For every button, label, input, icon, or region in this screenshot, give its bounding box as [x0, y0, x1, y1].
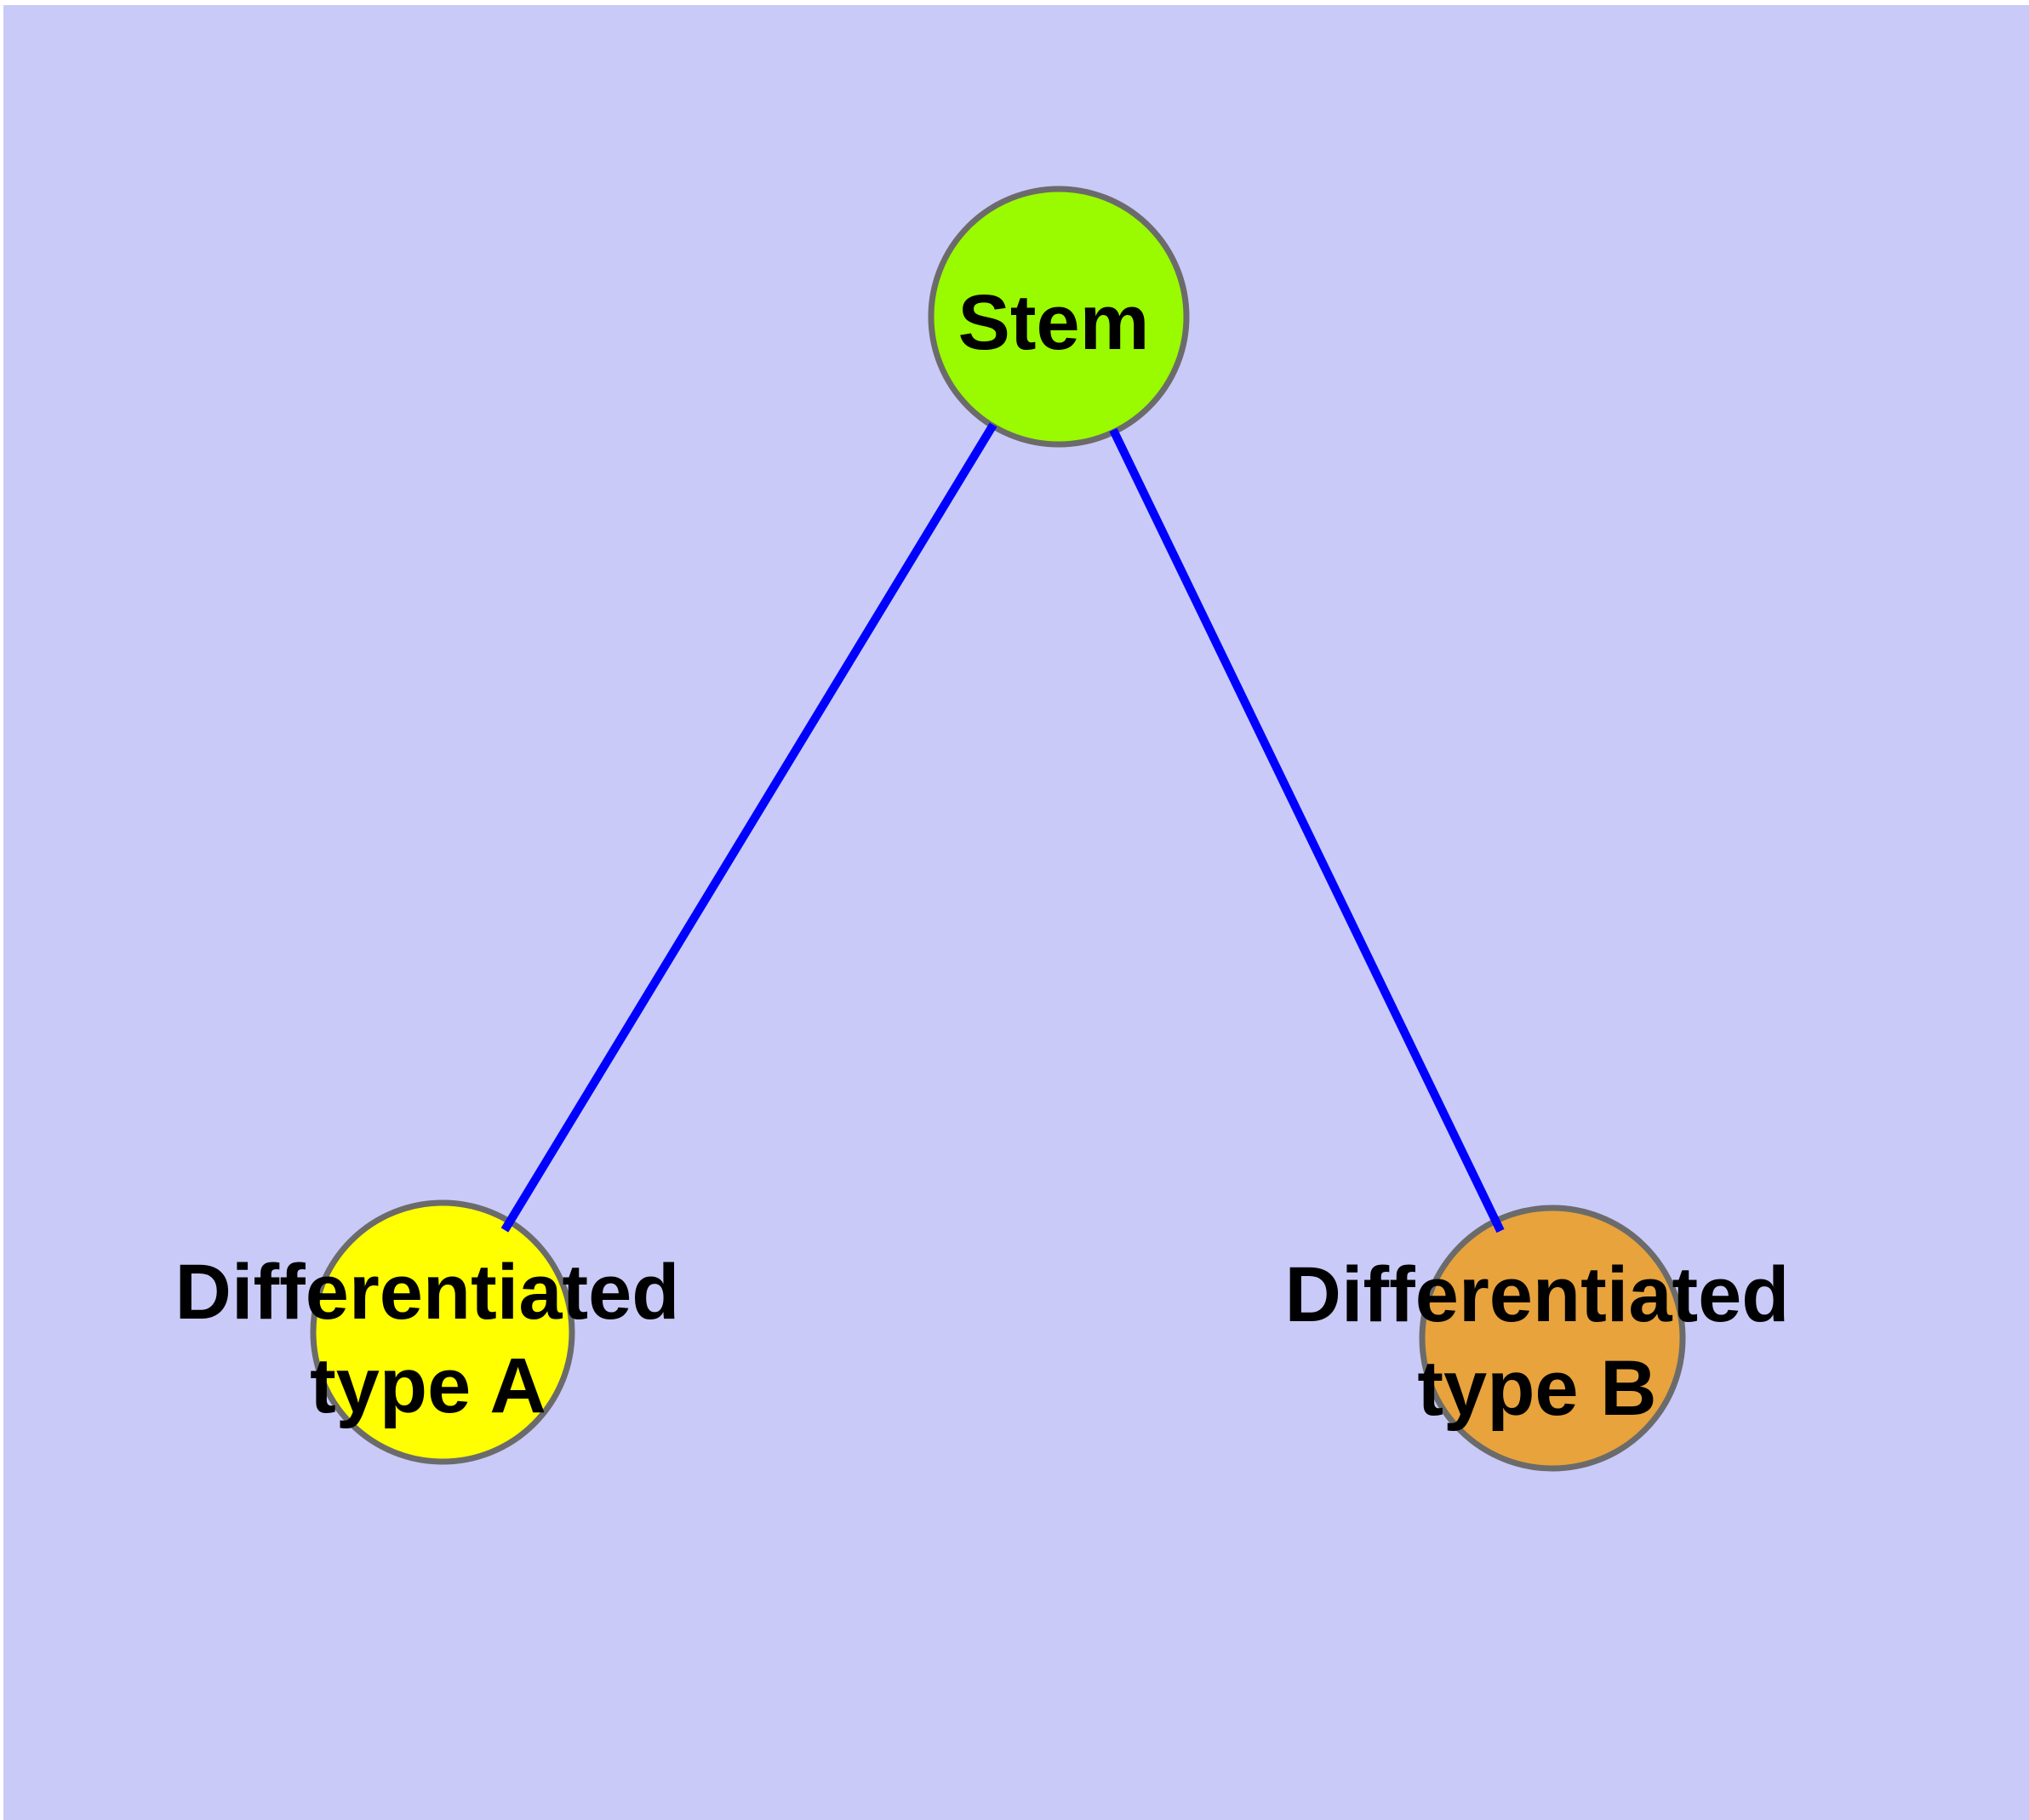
- edge-stem-to-type-b: [1109, 427, 1505, 1233]
- node-type-b-label-line2: type B: [1417, 1345, 1656, 1432]
- node-stem-label: Stem: [958, 279, 1150, 366]
- node-type-a-circle: [310, 1199, 575, 1465]
- node-type-b-label-line1: Differentiated: [1285, 1251, 1790, 1338]
- node-stem-circle: [928, 186, 1190, 448]
- node-type-a-label-line2: type A: [310, 1342, 546, 1429]
- edge-stem-to-type-a: [500, 422, 997, 1233]
- node-type-b-circle: [1419, 1205, 1686, 1472]
- node-type-a-label-line1: Differentiated: [175, 1249, 680, 1336]
